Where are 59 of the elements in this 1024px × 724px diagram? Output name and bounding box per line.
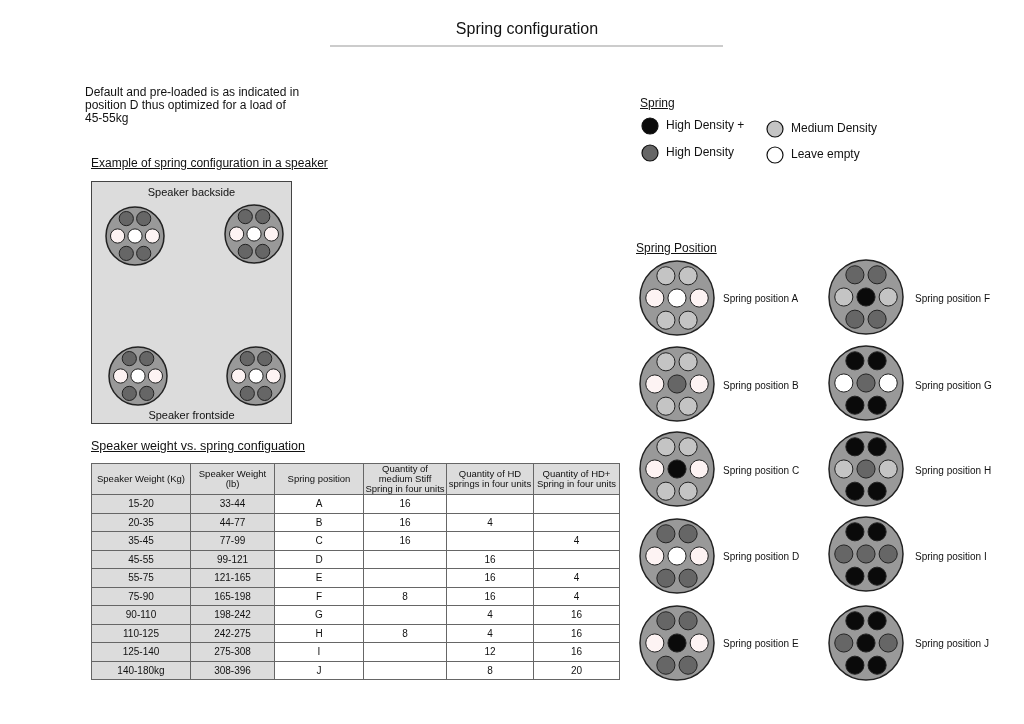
table-cell: 8 [446,661,534,680]
column-header: Speaker Weight (lb) [190,463,275,495]
position-label: Spring position G [915,380,992,391]
table-cell: H [274,624,364,643]
column-header: Speaker Weight (Kg) [91,463,191,495]
table-cell: 12 [446,642,534,661]
position-label: Spring position C [723,465,800,476]
position-label: Spring position H [915,465,992,476]
legend-label: Leave empty [791,147,860,161]
column-header: Quantity of HD+ Spring in four units [533,463,620,495]
speaker-panel [91,181,292,424]
table-cell: 20 [533,661,620,680]
legend-label: Medium Density [791,121,878,135]
column-header: Quantity of medium Stiff Spring in four units [363,463,447,495]
legend-heading: Spring [640,97,675,111]
table-cell: C [274,531,364,550]
table-cell: 16 [363,531,447,550]
table-cell: 16 [363,494,447,513]
table-cell: 16 [446,550,534,569]
position-label: Spring position F [915,293,991,304]
table-cell: I [274,642,364,661]
table-cell: 4 [533,531,620,550]
table-cell: 4 [446,624,534,643]
table-cell: G [274,605,364,624]
section-heading: Spring Position [636,242,717,256]
table-cell: 16 [533,605,620,624]
table-cell: 16 [533,624,620,643]
column-header: Quantity of HD springs in four units [446,463,534,495]
table-cell: 8 [363,587,447,606]
table-cell: A [274,494,364,513]
section-heading: Example of spring configuration in a speaker [91,157,328,171]
note-text: Default and pre-loaded is as indicated in position D thus optimized for a load of 45-55kg [85,86,300,126]
table-cell: E [274,568,364,587]
table-cell: 16 [446,568,534,587]
column-header: Spring position [274,463,364,495]
table-cell: 16 [446,587,534,606]
legend-label: High Density [666,145,735,159]
position-label: Spring position J [915,638,989,649]
table-cell: B [274,513,364,532]
table-cell: 4 [446,513,534,532]
panel-label: Speaker frontside [147,409,236,421]
section-heading: Speaker weight vs. spring configuation [91,440,305,454]
position-label: Spring position D [723,551,800,562]
title: Spring configuration [454,20,600,38]
table-cell: J [274,661,364,680]
position-label: Spring position E [723,638,799,649]
table-cell: 8 [363,624,447,643]
panel-label: Speaker backside [146,186,237,198]
table-cell: D [274,550,364,569]
table-cell: 16 [533,642,620,661]
position-label: Spring position I [915,551,987,562]
position-label: Spring position A [723,293,799,304]
table-cell: 16 [363,513,447,532]
table-cell: 4 [533,587,620,606]
position-label: Spring position B [723,380,799,391]
table-cell: 4 [446,605,534,624]
legend-label: High Density + [666,118,745,132]
table-cell: F [274,587,364,606]
table-cell: 4 [533,568,620,587]
